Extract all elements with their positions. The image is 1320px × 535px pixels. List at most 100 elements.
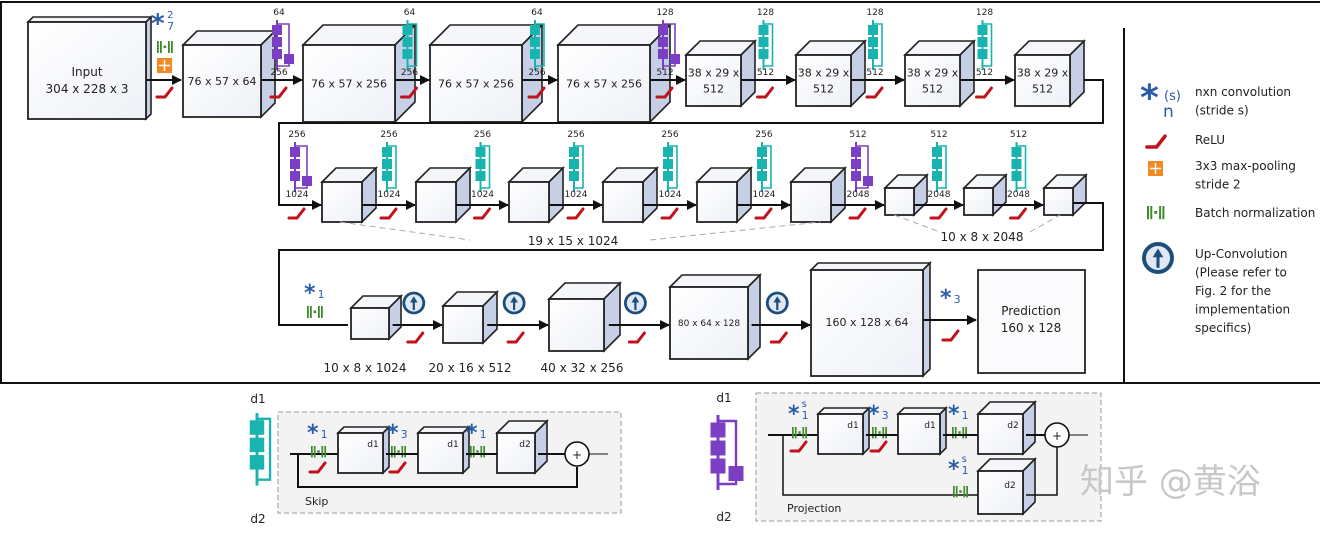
cube-front xyxy=(302,44,396,123)
bn-bar xyxy=(404,446,407,458)
bn-dot xyxy=(958,431,961,434)
cube-front xyxy=(1014,54,1071,107)
skip-bn-icon xyxy=(391,446,407,458)
cube-front xyxy=(1043,187,1074,216)
conv-star: * xyxy=(307,421,319,446)
skip-block-icon xyxy=(1011,142,1027,192)
block-square xyxy=(670,54,680,64)
proj-cube xyxy=(816,406,871,456)
block-square xyxy=(569,171,579,181)
proj-shortcut-cube-label: d2 xyxy=(1004,481,1015,491)
bn-bar xyxy=(952,427,954,439)
bn-dot xyxy=(798,431,801,434)
first-relu-icon xyxy=(155,86,174,99)
row2-cube xyxy=(601,166,659,224)
row2-cube xyxy=(789,166,847,224)
conv-star: * xyxy=(788,402,800,427)
legend-bn-icon xyxy=(1147,206,1165,220)
row1-cube xyxy=(903,39,976,108)
group1-dims-label: 19 x 15 x 1024 xyxy=(528,234,619,248)
bn-bar xyxy=(480,446,483,458)
legend-relu-icon xyxy=(1145,134,1167,149)
block-square xyxy=(1011,171,1022,181)
conv-kernel-size: 1 xyxy=(480,428,487,441)
block-square xyxy=(272,49,282,59)
bn-bar xyxy=(953,486,955,498)
block-square xyxy=(710,440,726,456)
prediction-dims: 160 x 128 xyxy=(1001,321,1062,335)
cube-front xyxy=(810,269,924,377)
relu-icon xyxy=(848,207,867,220)
prediction-title: Prediction xyxy=(1001,304,1061,318)
skip-cube xyxy=(495,419,549,475)
skip-bn-icon xyxy=(311,446,327,458)
skip-conv-icon: *3 xyxy=(387,421,408,446)
cube-front xyxy=(602,181,644,223)
block-square xyxy=(272,25,282,35)
legend-conv-size: n xyxy=(1163,102,1174,122)
block-out-channels: 512 xyxy=(757,68,774,78)
up-conv-icon xyxy=(502,291,526,315)
block-out-channels: 2048 xyxy=(928,190,951,200)
block-square xyxy=(663,171,673,181)
row1-cube xyxy=(181,29,277,119)
cube-front xyxy=(337,432,384,474)
block-bypass xyxy=(574,145,584,189)
block-square xyxy=(757,147,767,157)
proj-relu-icon xyxy=(789,440,808,453)
group-bracket xyxy=(1029,214,1061,233)
block-in-channels: 256 xyxy=(288,130,305,140)
proj-d2-label: d2 xyxy=(716,510,731,524)
block-in-channels: 64 xyxy=(273,8,285,18)
bn-bar xyxy=(955,486,958,498)
block-out-channels: 1024 xyxy=(565,190,588,200)
proj-cube xyxy=(896,406,948,456)
block-square xyxy=(758,49,769,59)
input-cube xyxy=(26,15,153,121)
cube-front xyxy=(417,432,464,474)
skip-block-icon xyxy=(758,20,774,70)
projection-block-icon xyxy=(851,142,873,192)
bn-bar xyxy=(391,446,393,458)
skip-cube-label: d1 xyxy=(367,440,378,450)
bn-bar xyxy=(872,427,874,439)
legend-label: 3x3 max-pooling xyxy=(1195,159,1296,173)
skip-relu-icon xyxy=(388,461,407,474)
block-bypass xyxy=(535,23,545,67)
cube-side xyxy=(939,406,947,456)
block-out-channels: 512 xyxy=(976,68,993,78)
relu-icon xyxy=(769,331,788,344)
block-square xyxy=(382,159,392,169)
bn-bar xyxy=(307,306,309,318)
block-bypass xyxy=(257,417,272,481)
block-bypass xyxy=(407,23,418,67)
proj-cube-label: d1 xyxy=(924,421,935,431)
conv-kernel-size: 1 xyxy=(802,409,809,422)
conv-star: * xyxy=(466,421,478,446)
bn-bar xyxy=(966,486,969,498)
cube-front xyxy=(963,187,994,216)
bn-bar xyxy=(874,427,877,439)
block-square xyxy=(1011,147,1022,157)
proj-cube-label: d2 xyxy=(1007,421,1018,431)
row3-cube-label: 160 x 128 x 64 xyxy=(826,316,909,329)
bn-bar xyxy=(1159,206,1162,220)
skip-block-icon xyxy=(530,20,545,70)
block-square xyxy=(249,455,265,470)
legend-label: Up-Convolution xyxy=(1195,247,1287,261)
skip-caption: Skip xyxy=(305,495,328,508)
cube-front xyxy=(27,21,147,120)
block-in-channels: 128 xyxy=(656,8,673,18)
block-square xyxy=(402,37,413,47)
bn-dot xyxy=(476,450,479,453)
block-square xyxy=(851,147,861,157)
cube-top xyxy=(668,274,762,288)
conv-star: * xyxy=(1140,78,1159,119)
bn-bar xyxy=(965,427,968,439)
row2-cube xyxy=(414,166,472,224)
projection-block-icon xyxy=(658,20,680,70)
row3-cube xyxy=(809,261,932,378)
first-pool-icon xyxy=(157,58,172,73)
bn-dot xyxy=(959,490,962,493)
